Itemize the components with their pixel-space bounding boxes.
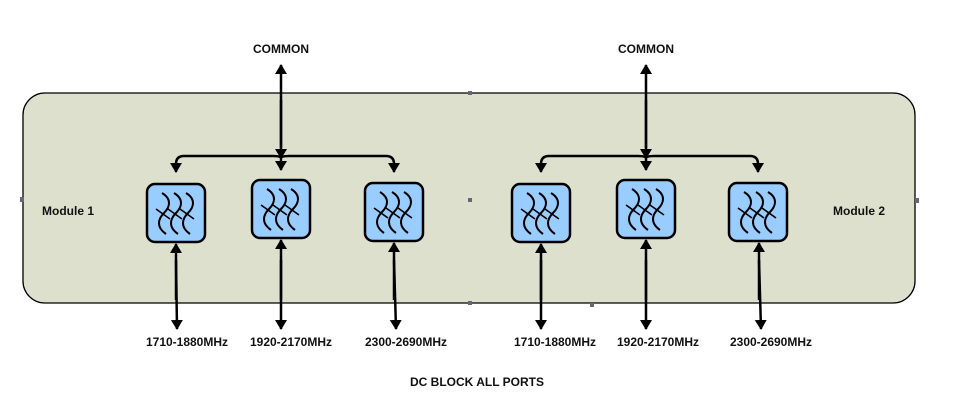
- bandpass-filter-icon[interactable]: [363, 181, 425, 243]
- bandpass-filter-icon[interactable]: [250, 178, 312, 240]
- handle[interactable]: [915, 198, 919, 203]
- bandpass-filter-icon[interactable]: [727, 181, 789, 243]
- module-1: COMMON Module 1 1710-1880MHz 1920-2170MH…: [42, 42, 447, 349]
- module-label: Module 2: [833, 204, 885, 218]
- footer-note: DC BLOCK ALL PORTS: [410, 375, 544, 389]
- handle[interactable]: [20, 197, 24, 202]
- module-label: Module 1: [42, 204, 94, 218]
- port-label: 2300-2690MHz: [730, 335, 812, 349]
- common-label: COMMON: [618, 42, 674, 56]
- port-arrow: [170, 259, 183, 330]
- bandpass-filter-icon[interactable]: [615, 178, 677, 240]
- split-arrow-right: [644, 154, 764, 173]
- port-arrow: [389, 259, 402, 330]
- common-label: COMMON: [253, 42, 309, 56]
- handle[interactable]: [468, 301, 472, 305]
- handle[interactable]: [590, 303, 594, 307]
- module-2: COMMON Module 2 1710-1880MHz 1920-2170MH…: [510, 42, 885, 349]
- port-label: 1710-1880MHz: [146, 335, 228, 349]
- port-label: 2300-2690MHz: [365, 335, 447, 349]
- port-label: 1920-2170MHz: [250, 335, 332, 349]
- bandpass-filter-icon[interactable]: [145, 182, 207, 244]
- selection-handles[interactable]: [20, 91, 919, 307]
- port-label: 1710-1880MHz: [514, 335, 596, 349]
- split-arrow-right: [279, 154, 400, 173]
- port-label: 1920-2170MHz: [617, 335, 699, 349]
- handle[interactable]: [468, 91, 472, 95]
- handle[interactable]: [468, 198, 472, 202]
- port-arrow: [754, 259, 767, 330]
- bandpass-filter-icon[interactable]: [510, 182, 572, 244]
